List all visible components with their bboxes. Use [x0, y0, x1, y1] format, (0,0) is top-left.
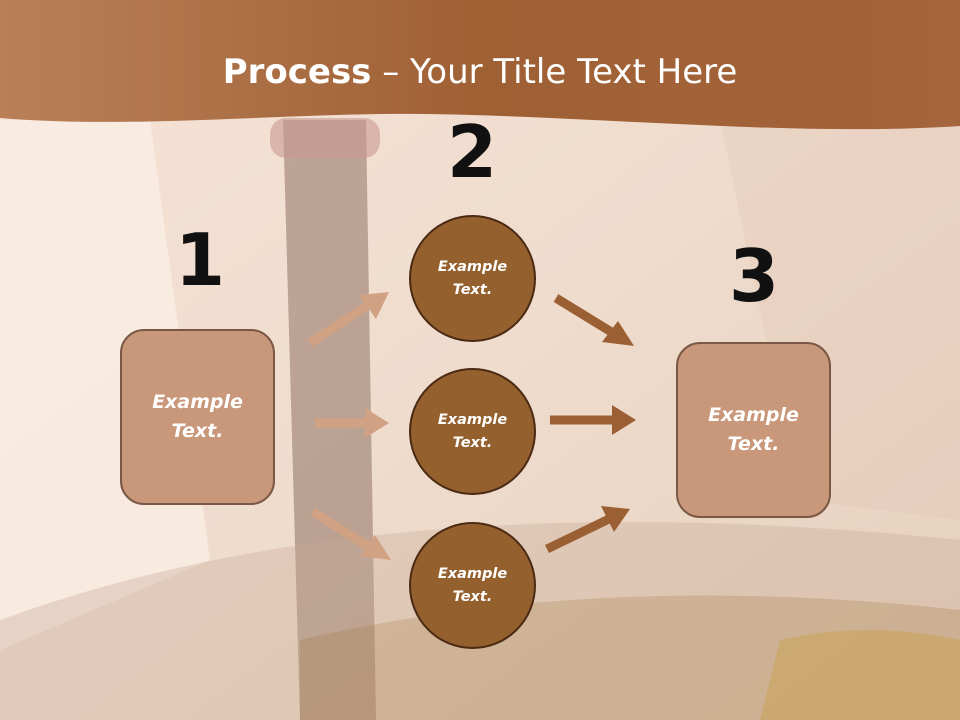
arrow-up-right-1 — [307, 292, 389, 347]
step-1-box[interactable]: Example Text. — [120, 329, 275, 505]
step-number-3: 3 — [728, 234, 780, 318]
title-bold: Process — [222, 52, 372, 92]
arrow-right-1 — [315, 408, 389, 438]
header-band — [0, 0, 960, 130]
step-2-circle-bottom[interactable]: Example Text. — [409, 522, 536, 649]
circle-text: Example Text. — [437, 258, 508, 298]
circle-text: Example Text. — [437, 411, 508, 451]
arrow-up-right-2 — [545, 506, 630, 554]
step-1-text: Example Text. — [152, 391, 243, 442]
step-number-2: 2 — [446, 110, 498, 194]
circle-text: Example Text. — [437, 565, 508, 605]
slide-title: Process – Your Title Text Here — [0, 52, 960, 92]
step-3-text: Example Text. — [708, 404, 799, 455]
step-number-1: 1 — [174, 218, 226, 302]
title-rest: – Your Title Text Here — [371, 52, 738, 92]
arrow-down-right-1 — [310, 508, 391, 560]
step-3-box[interactable]: Example Text. — [676, 342, 831, 518]
step-2-circle-middle[interactable]: Example Text. — [409, 368, 536, 495]
arrow-down-right-2 — [553, 294, 634, 346]
step-2-circle-top[interactable]: Example Text. — [409, 215, 536, 342]
arrow-right-2 — [550, 405, 636, 435]
